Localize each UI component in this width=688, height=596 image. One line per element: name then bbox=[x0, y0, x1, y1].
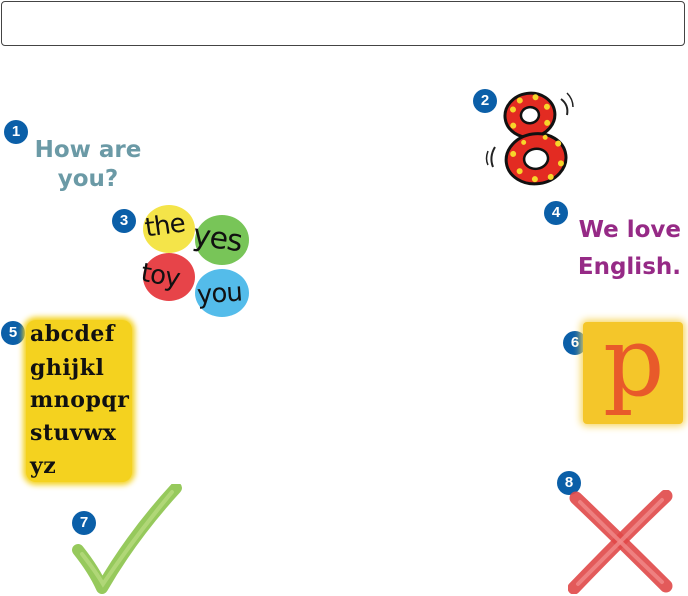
how-are-you-line-2: you? bbox=[57, 166, 119, 192]
answer-input[interactable] bbox=[1, 1, 685, 46]
we-love-english-text: We love English. bbox=[555, 216, 681, 282]
word-blobs: the yes toy you bbox=[137, 203, 255, 319]
alphabet-card: abcdef ghijkl mnopqr stuvwx yz bbox=[26, 320, 132, 482]
check-mark-icon bbox=[72, 484, 182, 594]
blue-blob bbox=[195, 269, 249, 317]
alphabet-line-1: abcdef bbox=[30, 321, 115, 347]
word-toy: toy bbox=[138, 257, 182, 295]
badge-5: 5 bbox=[1, 321, 25, 345]
we-love-english-line-2: English. bbox=[577, 254, 681, 280]
green-blob bbox=[195, 215, 249, 265]
word-yes: yes bbox=[190, 217, 245, 260]
number-eight-image bbox=[485, 91, 574, 186]
word-the: the bbox=[143, 208, 187, 244]
red-blob bbox=[143, 253, 195, 301]
how-are-you-text: How are you? bbox=[28, 136, 148, 194]
badge-7: 7 bbox=[72, 511, 96, 535]
alphabet-line-5: yz bbox=[30, 453, 57, 479]
letter-p-card: p bbox=[583, 312, 683, 424]
yellow-blob bbox=[143, 205, 195, 253]
alphabet-line-4: stuvwx bbox=[30, 420, 117, 446]
letter-p: p bbox=[603, 306, 665, 418]
badge-1: 1 bbox=[4, 120, 28, 144]
we-love-english-line-1: We love bbox=[578, 217, 681, 243]
cross-mark-icon bbox=[568, 490, 673, 594]
badge-8: 8 bbox=[557, 471, 581, 495]
alphabet-line-2: ghijkl bbox=[30, 355, 105, 381]
badge-3: 3 bbox=[112, 209, 136, 233]
how-are-you-line-1: How are bbox=[34, 137, 142, 163]
badge-2: 2 bbox=[473, 89, 497, 113]
word-you: you bbox=[196, 277, 243, 311]
badge-4: 4 bbox=[544, 201, 568, 225]
alphabet-line-3: mnopqr bbox=[30, 387, 130, 413]
